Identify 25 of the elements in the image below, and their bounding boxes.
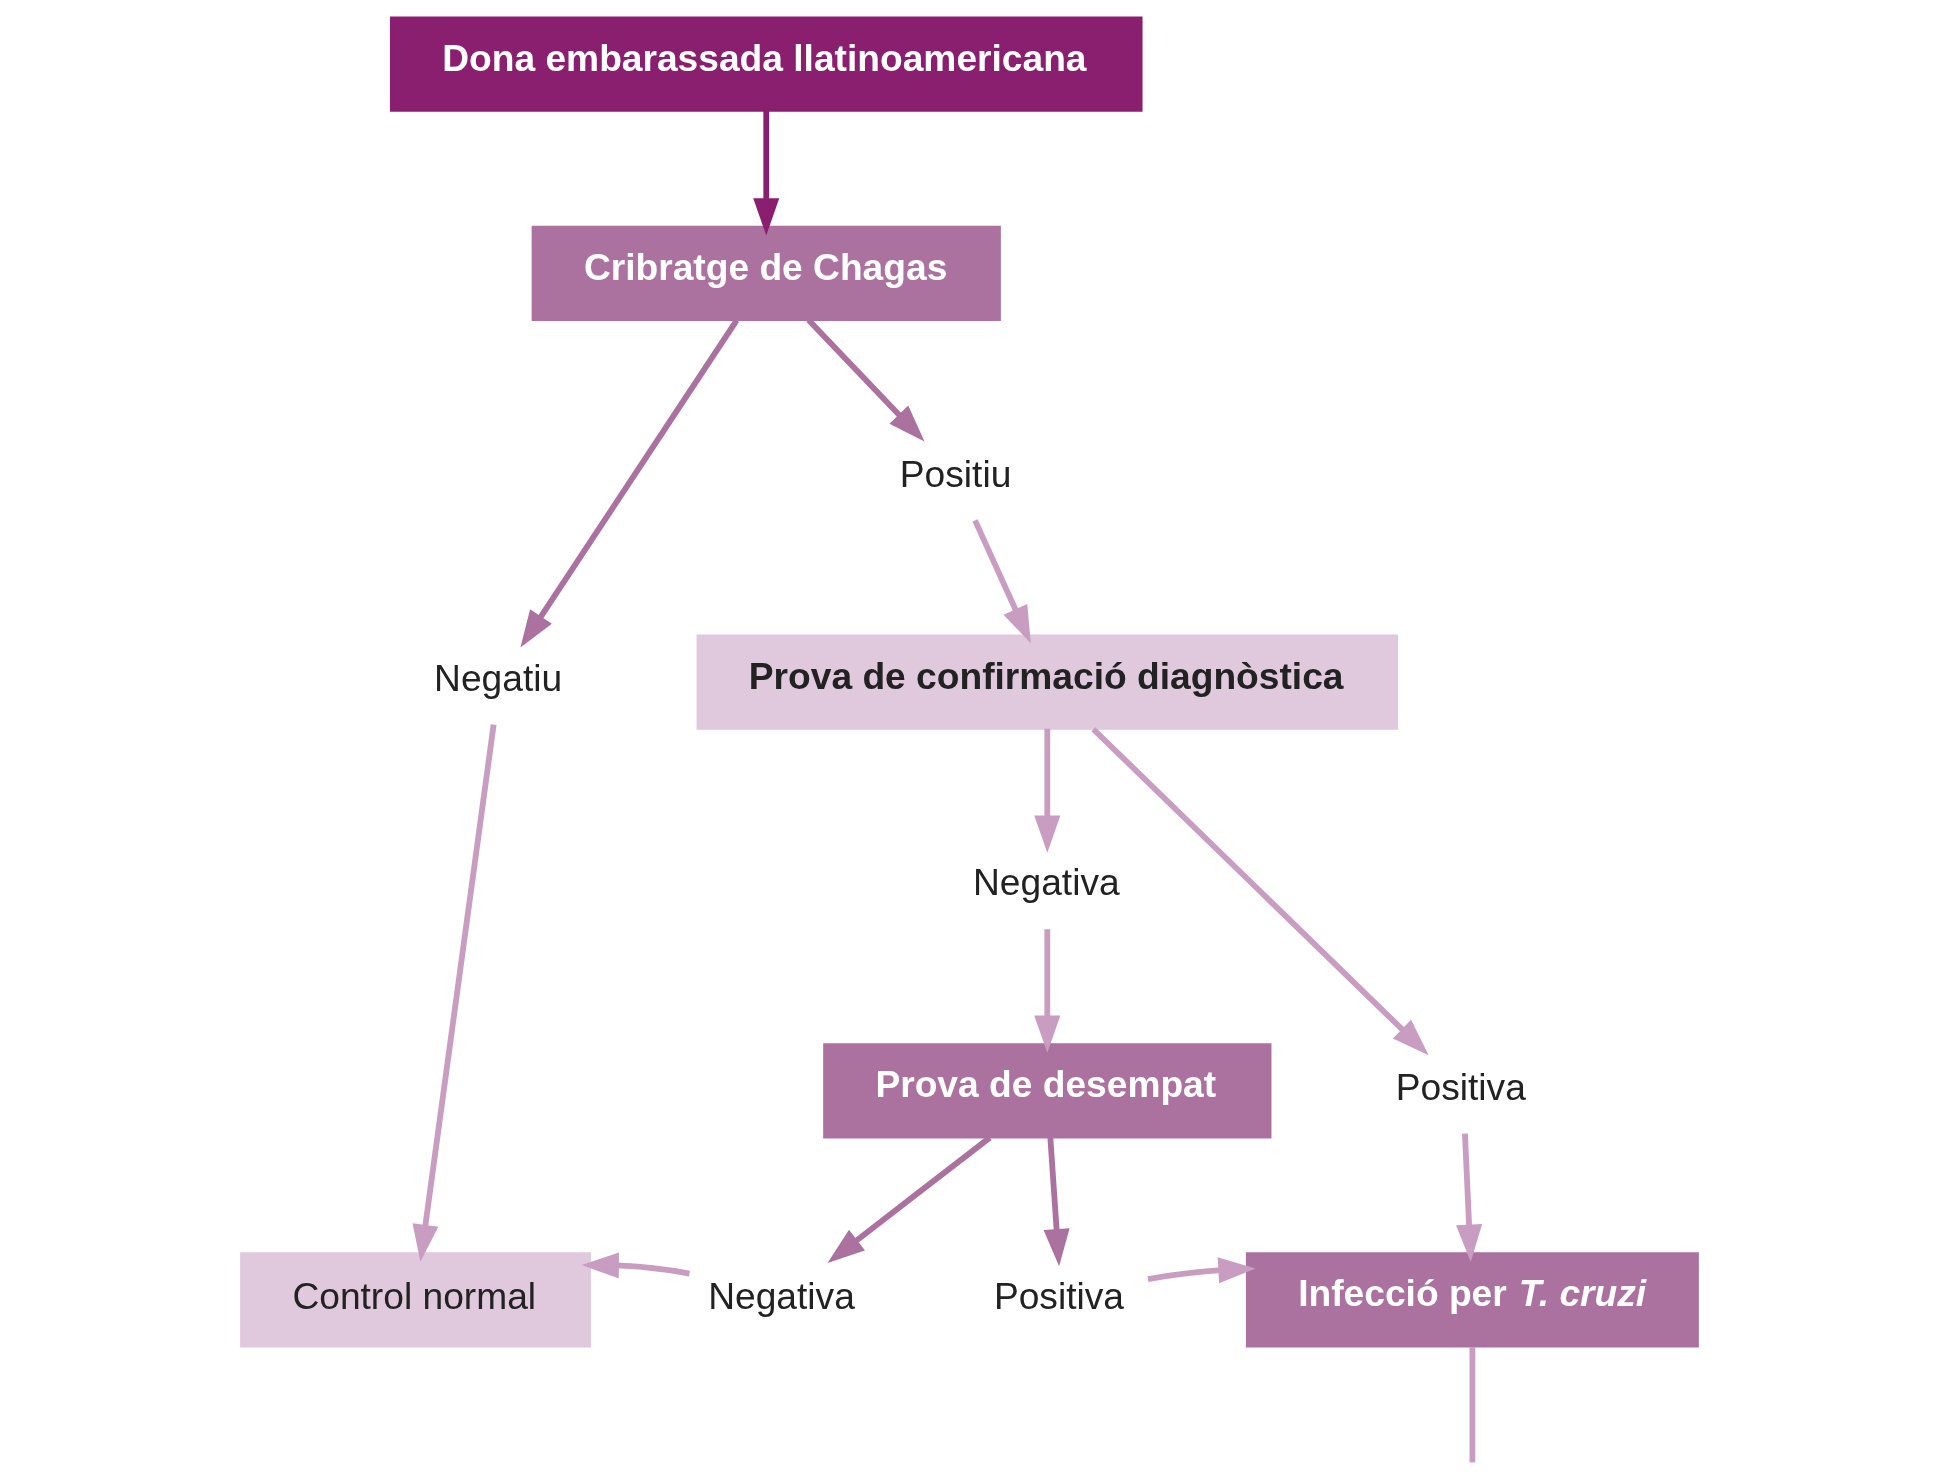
arrow <box>827 1135 992 1263</box>
arrow <box>1034 929 1061 1053</box>
arrow <box>412 724 497 1262</box>
node-box: Control normal <box>240 1252 591 1348</box>
node-box: Cribratge de Chagas <box>531 225 1001 321</box>
arrow <box>1147 1257 1256 1284</box>
node-box: Prova de desempat <box>823 1043 1272 1139</box>
arrow <box>520 318 740 648</box>
node-box: Prova de confirmació diagnòstica <box>696 634 1399 730</box>
arrow <box>1091 727 1429 1056</box>
arrow <box>581 1252 690 1279</box>
arrow <box>972 519 1031 644</box>
node-text: Negativa <box>708 1274 855 1317</box>
connector <box>1469 1346 1476 1463</box>
node-text: Positiu <box>899 452 1012 495</box>
arrow <box>1456 1133 1483 1262</box>
node-text: Negatiu <box>434 656 563 699</box>
arrow <box>753 110 780 236</box>
node-box: Infecció per T. cruzi <box>1245 1252 1699 1348</box>
node-text: Positiva <box>1395 1065 1526 1108</box>
arrow <box>1043 1137 1070 1267</box>
node-box: Dona embarassada llatinoamericana <box>389 16 1143 112</box>
node-text: Negativa <box>972 861 1120 904</box>
node-text: Positiva <box>993 1274 1124 1317</box>
arrow <box>1034 728 1061 853</box>
